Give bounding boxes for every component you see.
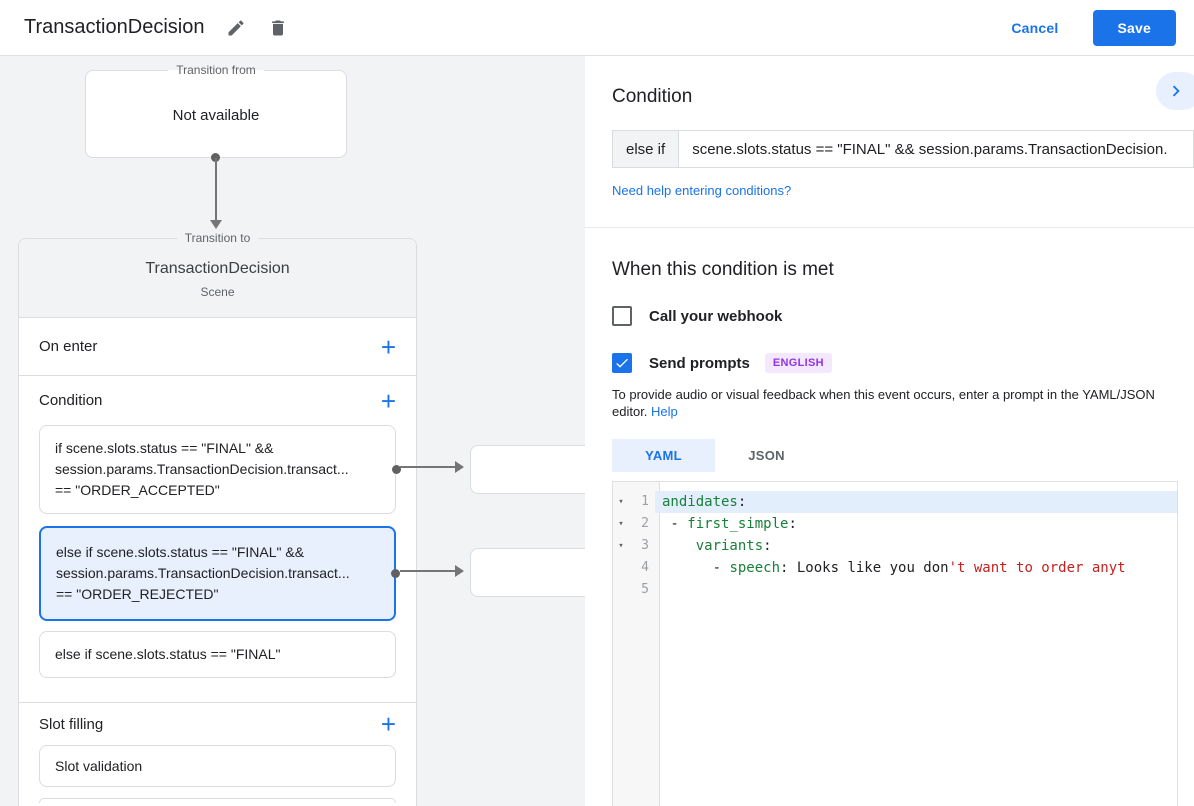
save-button[interactable]: Save (1092, 9, 1176, 46)
check-icon (616, 358, 628, 368)
on-enter-title: On enter (39, 338, 98, 355)
connector-line (400, 466, 455, 468)
connector-line (400, 570, 455, 572)
transition-target-box[interactable] (470, 548, 585, 597)
scene-name: TransactionDecision (145, 260, 290, 277)
delete-scene-button[interactable] (268, 17, 288, 39)
rename-scene-button[interactable] (226, 17, 246, 39)
fold-arrow-icon[interactable] (613, 491, 629, 513)
line-number: 5 (641, 582, 649, 597)
chevron-right-icon (1172, 85, 1180, 97)
connector-dot (391, 569, 400, 578)
condition-editor-panel: Condition else if Need help entering con… (585, 56, 1194, 806)
arrow-right-icon (455, 461, 464, 473)
connector-line (215, 158, 217, 220)
on-enter-section: On enter + (19, 318, 416, 376)
arrow-right-icon (455, 565, 464, 577)
code-line: 1 andidates: (613, 491, 1177, 513)
condition-card-rejected-selected[interactable]: else if scene.slots.status == "FINAL" &&… (39, 526, 400, 621)
send-prompts-checkbox-row[interactable]: Send prompts ENGLISH (612, 353, 1194, 373)
slot-validation-card[interactable]: Slot validation (39, 745, 396, 787)
scene-type: Scene (200, 285, 235, 299)
fold-arrow-icon[interactable] (613, 535, 629, 557)
transition-from-content: Not available (172, 107, 260, 124)
cancel-button[interactable]: Cancel (1011, 19, 1059, 36)
fold-arrow-icon[interactable] (613, 513, 629, 535)
line-number: 1 (641, 494, 649, 509)
slot-filling-section: Slot filling + Slot validation (19, 703, 416, 803)
conditions-help-link[interactable]: Need help entering conditions? (612, 183, 792, 198)
checkbox-checked-icon[interactable] (612, 353, 632, 373)
panel-divider (585, 227, 1194, 228)
line-number: 2 (641, 516, 649, 531)
help-link[interactable]: Help (651, 404, 678, 419)
condition-section-title: Condition (39, 392, 103, 409)
when-met-title: When this condition is met (612, 259, 834, 280)
checkbox-unchecked-icon[interactable] (612, 306, 632, 326)
editor-hint: To provide audio or visual feedback when… (612, 387, 1155, 419)
send-prompts-label: Send prompts (649, 354, 750, 372)
collapse-panel-button[interactable] (1156, 72, 1194, 110)
add-on-enter-button[interactable]: + (380, 331, 396, 362)
pencil-icon (228, 19, 244, 35)
connector-dot (392, 465, 401, 474)
fold-gutter (613, 557, 629, 579)
transition-from-box: Transition from Not available (85, 63, 347, 158)
tab-yaml[interactable]: YAML (612, 439, 715, 472)
condition-card-final[interactable]: else if scene.slots.status == "FINAL" (39, 631, 396, 678)
condition-input-group: else if (612, 130, 1194, 168)
condition-card-accepted[interactable]: if scene.slots.status == "FINAL" && sess… (39, 425, 401, 514)
arrow-down-icon (210, 220, 222, 229)
add-condition-button[interactable]: + (380, 385, 396, 416)
transition-target-box[interactable] (470, 445, 585, 494)
line-number: 4 (641, 560, 649, 575)
add-slot-button[interactable]: + (380, 709, 396, 739)
transition-from-label: Transition from (168, 63, 264, 77)
condition-input[interactable] (679, 131, 1193, 167)
transition-to-box: Transition to TransactionDecision Scene … (18, 231, 417, 806)
tab-json[interactable]: JSON (748, 448, 785, 463)
page-title: TransactionDecision (24, 16, 205, 38)
scene-header[interactable]: TransactionDecision Scene (19, 239, 416, 318)
condition-section: Condition + if scene.slots.status == "FI… (19, 376, 416, 678)
call-webhook-checkbox-row[interactable]: Call your webhook (612, 306, 1194, 326)
slot-card-partial[interactable] (39, 798, 396, 803)
webhook-label: Call your webhook (649, 307, 783, 325)
code-line: 4 - speech: Looks like you don't want to… (613, 557, 1177, 579)
header-actions: Cancel Save (1011, 9, 1176, 46)
top-bar: TransactionDecision Cancel Save (0, 0, 1194, 56)
slot-filling-title: Slot filling (39, 715, 104, 733)
code-line: 5 (613, 579, 1177, 601)
panel-title: Condition (612, 86, 693, 107)
language-badge: ENGLISH (764, 353, 832, 373)
condition-prefix-label: else if (613, 131, 680, 167)
section-divider (19, 702, 416, 703)
code-line: 3 variants: (613, 535, 1177, 557)
yaml-editor[interactable]: 1 andidates: 2 - first_simple: 3 variant… (612, 481, 1178, 806)
transition-to-label: Transition to (176, 231, 259, 245)
editor-tabs: YAML JSON (612, 439, 1194, 472)
line-number: 3 (641, 538, 649, 553)
trash-icon (272, 20, 285, 35)
fold-gutter (613, 579, 629, 601)
code-line: 2 - first_simple: (613, 513, 1177, 535)
scene-canvas: Transition from Not available Transition… (0, 56, 585, 806)
connector-dot (211, 153, 220, 162)
title-group: TransactionDecision (24, 16, 288, 39)
